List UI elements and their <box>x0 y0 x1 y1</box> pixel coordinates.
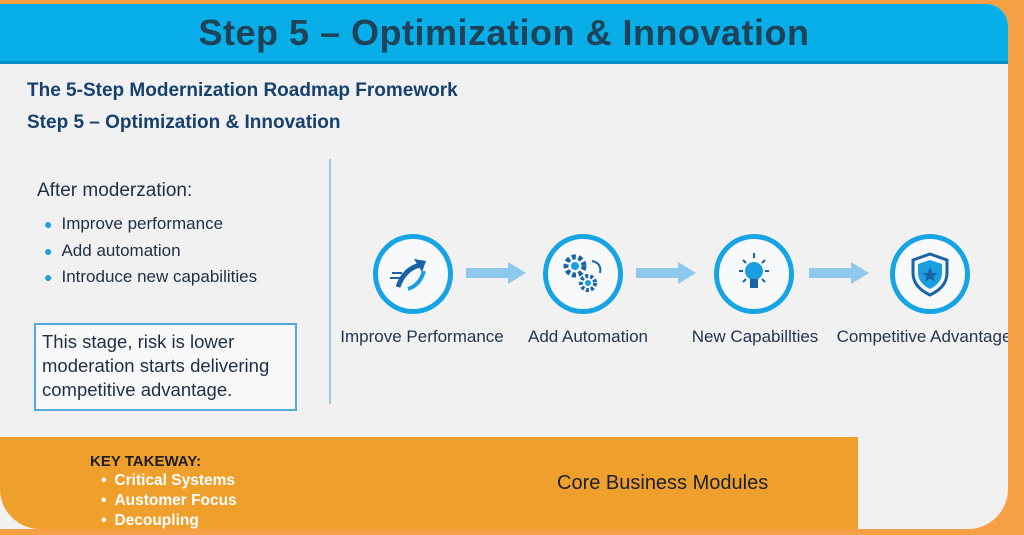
list-item: •Austomer Focus <box>101 492 237 509</box>
performance-arrow-icon <box>373 234 453 314</box>
flow-arrow <box>466 262 526 284</box>
list-item-text: Austomer Focus <box>114 492 237 509</box>
takeaway-band <box>0 437 858 529</box>
takeaway-list: •Critical Systems •Austomer Focus •Decou… <box>101 472 237 529</box>
lightbulb-icon <box>714 234 794 314</box>
intro-text: After moderzation: <box>37 180 193 201</box>
step-label: Improve Performance <box>340 327 504 346</box>
list-item: •Critical Systems <box>101 472 236 489</box>
divider <box>329 159 331 404</box>
list-item-text: Improve performance <box>61 214 224 234</box>
header-banner: Step 5 – Optimization & Innovation <box>0 4 1008 64</box>
flow-arrow <box>809 262 869 284</box>
step-label: New Capabillties <box>691 327 819 346</box>
list-item: ●Improve performance <box>44 214 224 234</box>
shield-star-icon <box>890 234 970 314</box>
list-item: ●Add automation <box>44 240 181 260</box>
step-label: Competitive Advantage <box>836 327 1008 346</box>
step-subtitle: Step 5 – Optimization & Innovation <box>27 112 341 133</box>
slide: Step 5 – Optimization & Innovation The 5… <box>0 4 1008 529</box>
flow-arrow <box>636 262 696 284</box>
benefit-list: ●Improve performance ●Add automation ●In… <box>44 211 257 291</box>
list-item-text: Decoupling <box>114 512 199 529</box>
list-item-text: Critical Systems <box>114 472 236 489</box>
list-item: ●Introduce new capabilities <box>44 267 258 287</box>
page-title: Step 5 – Optimization & Innovation <box>198 11 810 53</box>
takeaway-title: KEY TAKEWAY: <box>90 453 202 470</box>
step-label: Add Automation <box>527 327 649 346</box>
list-item: •Decoupling <box>101 512 199 529</box>
core-modules-text: Core Business Modules <box>557 472 769 494</box>
gears-icon <box>543 234 623 314</box>
note-box: This stage, risk is lower moderation sta… <box>34 323 297 411</box>
framework-title: The 5-Step Modernization Roadmap Fromewo… <box>27 80 458 101</box>
list-item-text: Add automation <box>61 240 181 260</box>
list-item-text: Introduce new capabilities <box>61 267 258 287</box>
